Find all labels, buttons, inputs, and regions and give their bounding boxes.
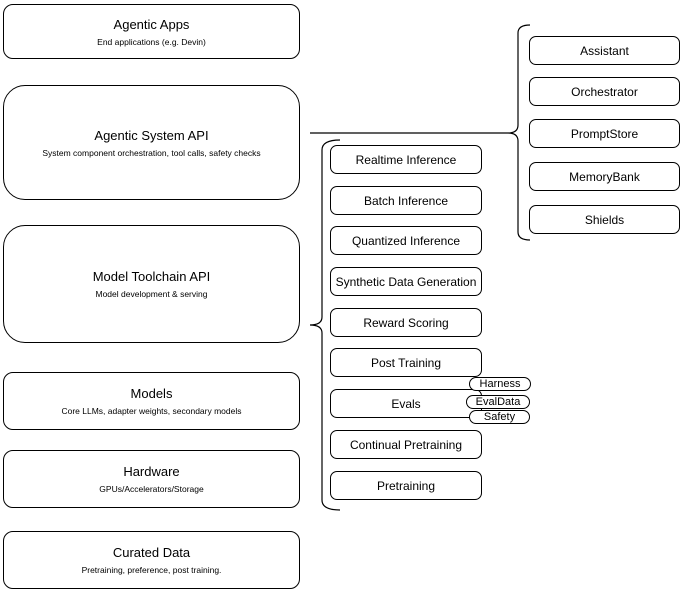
node-label: Continual Pretraining xyxy=(349,437,463,452)
block-title: Model Toolchain API xyxy=(92,269,211,284)
tag-safety: Safety xyxy=(469,410,530,424)
node-label: Quantized Inference xyxy=(351,233,461,248)
node-orchestrator: Orchestrator xyxy=(529,77,680,106)
block-agentic-system-api: Agentic System API System component orch… xyxy=(3,85,300,200)
node-batch-inference: Batch Inference xyxy=(330,186,482,215)
block-models: Models Core LLMs, adapter weights, secon… xyxy=(3,372,300,430)
node-label: Batch Inference xyxy=(363,193,449,208)
node-label: Evals xyxy=(391,396,421,411)
block-agentic-apps: Agentic Apps End applications (e.g. Devi… xyxy=(3,4,300,59)
block-subtitle: System component orchestration, tool cal… xyxy=(42,147,261,158)
node-quantized-inference: Quantized Inference xyxy=(330,226,482,255)
tag-label: EvalData xyxy=(475,396,521,408)
tag-label: Safety xyxy=(483,411,516,423)
block-title: Agentic Apps xyxy=(113,16,190,32)
block-hardware: Hardware GPUs/Accelerators/Storage xyxy=(3,450,300,508)
node-post-training: Post Training xyxy=(330,348,482,377)
block-subtitle: End applications (e.g. Devin) xyxy=(97,36,206,47)
node-pretraining: Pretraining xyxy=(330,471,482,500)
block-subtitle: GPUs/Accelerators/Storage xyxy=(99,484,204,494)
block-title: Agentic System API xyxy=(94,127,209,143)
block-model-toolchain-api: Model Toolchain API Model development & … xyxy=(3,225,300,343)
block-curated-data: Curated Data Pretraining, preference, po… xyxy=(3,531,300,589)
node-memorybank: MemoryBank xyxy=(529,162,680,191)
block-subtitle: Model development & serving xyxy=(95,289,208,299)
node-evals: Evals xyxy=(330,389,482,418)
node-realtime-inference: Realtime Inference xyxy=(330,145,482,174)
node-label: Assistant xyxy=(580,43,629,58)
block-subtitle: Core LLMs, adapter weights, secondary mo… xyxy=(61,406,242,416)
block-title: Models xyxy=(130,386,173,401)
node-label: Post Training xyxy=(370,355,442,370)
node-label: MemoryBank xyxy=(569,169,640,184)
system-components-group-brace xyxy=(507,24,531,241)
tag-harness: Harness xyxy=(469,377,531,391)
node-continual-pretraining: Continual Pretraining xyxy=(330,430,482,459)
node-label: Shields xyxy=(584,212,625,227)
block-subtitle: Pretraining, preference, post training. xyxy=(81,565,222,575)
node-label: Synthetic Data Generation xyxy=(335,274,477,289)
node-assistant: Assistant xyxy=(529,36,680,65)
node-label: Pretraining xyxy=(376,478,436,493)
node-label: PromptStore xyxy=(570,126,639,141)
block-title: Curated Data xyxy=(112,545,191,560)
node-label: Reward Scoring xyxy=(363,315,449,330)
tag-label: Harness xyxy=(479,378,521,390)
block-title: Hardware xyxy=(123,464,180,479)
node-label: Orchestrator xyxy=(571,84,638,99)
node-synthetic-data-generation: Synthetic Data Generation xyxy=(330,267,482,296)
node-label: Realtime Inference xyxy=(355,152,457,167)
tag-evaldata: EvalData xyxy=(466,395,530,409)
node-promptstore: PromptStore xyxy=(529,119,680,148)
node-shields: Shields xyxy=(529,205,680,234)
node-reward-scoring: Reward Scoring xyxy=(330,308,482,337)
